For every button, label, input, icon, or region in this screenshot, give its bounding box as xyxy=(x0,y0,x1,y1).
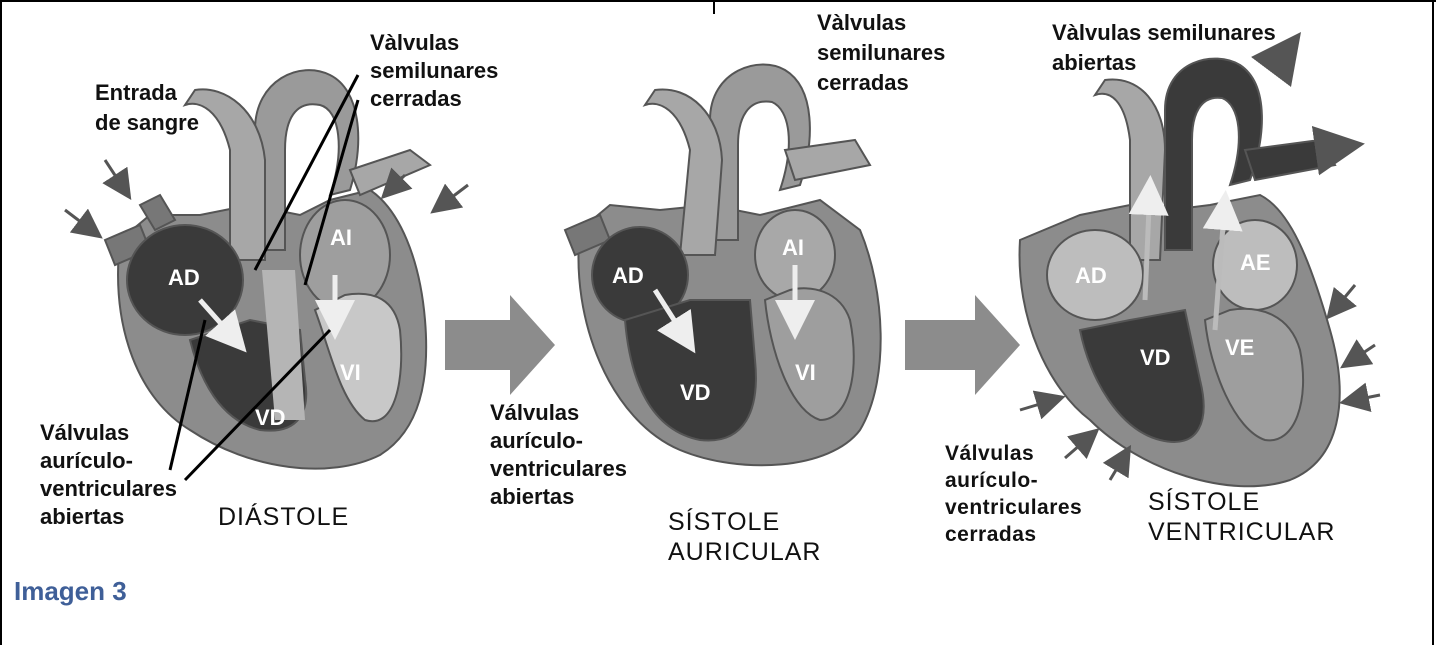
chamber-label: AI xyxy=(782,235,804,260)
label-valvulas-semilunares: Vàlvulas semilunares abiertas xyxy=(1052,20,1282,75)
panel-sistole-auricular: AD AI VD VI Vàlvulas semilunares cerrada… xyxy=(490,10,952,566)
chamber-label: VI xyxy=(795,360,816,385)
squeeze-arrow xyxy=(1345,395,1380,402)
chamber-label: AD xyxy=(1075,263,1107,288)
chamber-label: AI xyxy=(330,225,352,250)
phase-arrow xyxy=(905,295,1020,395)
chamber-label: AD xyxy=(612,263,644,288)
label-valvulas-semilunares: Vàlvulas semilunares cerradas xyxy=(370,30,505,111)
chamber-label: AD xyxy=(168,265,200,290)
squeeze-arrow xyxy=(1110,450,1128,480)
inflow-arrow xyxy=(435,185,468,210)
chamber-label: VE xyxy=(1225,335,1254,360)
inflow-arrow xyxy=(65,210,98,235)
chamber-label: VD xyxy=(255,405,286,430)
chamber-label: VD xyxy=(1140,345,1171,370)
panel-sistole-ventricular: AD AE VD VE Vàlvulas semilunares abierta… xyxy=(945,20,1380,546)
phase-label: DIÁSTOLE xyxy=(218,502,349,531)
panel-diastole: AD AI VD VI Entrada de sangre Vàlvulas s… xyxy=(40,30,505,531)
squeeze-arrow xyxy=(1345,345,1375,365)
chamber-label: VI xyxy=(340,360,361,385)
phase-label: SÍSTOLE AURICULAR xyxy=(668,507,821,566)
label-valvulas-semilunares: Vàlvulas semilunares cerradas xyxy=(817,10,952,95)
phase-label: SÍSTOLE VENTRICULAR xyxy=(1148,487,1335,546)
phase-arrow xyxy=(445,295,555,395)
label-valvulas-av: Válvulas aurículo- ventriculares abierta… xyxy=(40,420,183,529)
figure-caption: Imagen 3 xyxy=(14,576,127,607)
squeeze-arrow xyxy=(1065,432,1095,458)
label-entrada-sangre: Entrada de sangre xyxy=(95,80,199,135)
outflow-arrow xyxy=(1320,145,1355,150)
squeeze-arrow xyxy=(1330,285,1355,315)
chamber-label: AE xyxy=(1240,250,1271,275)
inflow-arrow xyxy=(105,160,128,195)
label-valvulas-av: Válvulas aurículo- ventriculares abierta… xyxy=(490,400,633,509)
squeeze-arrow xyxy=(1020,398,1060,410)
outflow-arrow xyxy=(1280,40,1295,60)
chamber-label: VD xyxy=(680,380,711,405)
